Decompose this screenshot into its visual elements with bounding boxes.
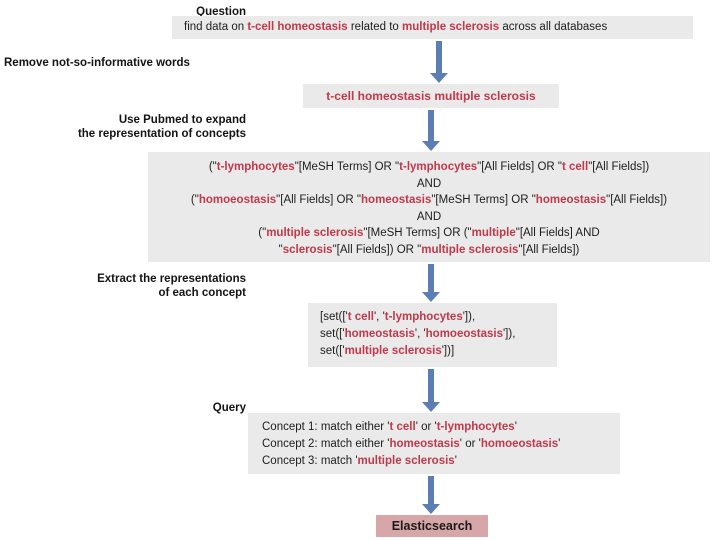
arrow-head	[422, 141, 440, 151]
pubmed-expansion-box: ("t-lymphocytes"[MeSH Terms] OR "t-lymph…	[148, 152, 710, 262]
text-line: Concept 2: match either 'homeostasis' or…	[262, 436, 620, 453]
plain-text: "[MeSH Terms] OR "	[294, 161, 400, 173]
highlighted-term: t cell	[389, 421, 416, 433]
plain-text: find data on	[184, 21, 248, 33]
plain-text: Concept 2: match either '	[262, 438, 390, 450]
text-line: ("t-lymphocytes"[MeSH Terms] OR "t-lymph…	[156, 159, 702, 176]
text-line: ("multiple sclerosis"[MeSH Terms] OR ("m…	[156, 225, 702, 242]
plain-text: ', '	[414, 328, 426, 340]
plain-text: AND	[416, 177, 442, 190]
highlighted-term: homoeostasis	[425, 328, 503, 340]
plain-text: ("	[208, 161, 217, 173]
step-label-query: Query	[212, 402, 246, 414]
highlighted-term: t cell	[347, 311, 374, 323]
step-label-extract-representations: Extract the representations of each conc…	[97, 273, 246, 299]
plain-text: "[MeSH Terms] OR "	[431, 194, 536, 206]
plain-text: set(['	[320, 345, 345, 357]
step-label-question: Question	[196, 6, 246, 18]
highlighted-term: homoeostasis	[480, 438, 559, 450]
highlighted-term: t cell	[561, 161, 589, 173]
plain-text: "[All Fields])	[518, 243, 580, 256]
arrow-shaft	[428, 476, 434, 504]
arrow-question-to-keywords	[430, 41, 448, 83]
highlighted-term: homeostasis	[361, 194, 432, 206]
plain-text: related to	[347, 21, 402, 33]
plain-text: Concept 3: match '	[262, 455, 358, 467]
plain-text: "[MeSH Terms] OR ("	[363, 227, 472, 239]
plain-text: [set(['	[320, 311, 348, 323]
plain-text: ']),	[462, 311, 476, 323]
highlighted-term: multiple sclerosis	[421, 243, 519, 256]
plain-text: "[All Fields] AND	[515, 227, 600, 239]
highlighted-term: t-lymphocytes	[384, 311, 463, 323]
highlighted-term: homeostasis	[535, 194, 607, 206]
text-line: set(['multiple sclerosis'])]	[320, 343, 557, 360]
question-box: find data on t-cell homeostasis related …	[172, 16, 693, 39]
text-line: AND	[156, 176, 702, 193]
arrow-shaft	[428, 264, 434, 292]
arrow-query-to-elasticsearch	[422, 476, 440, 514]
plain-text: set(['	[320, 328, 345, 340]
plain-text: "[All Fields])	[606, 194, 668, 206]
arrow-head	[430, 73, 448, 83]
arrow-pubmed-to-sets	[422, 264, 440, 302]
plain-text: ' or '	[459, 438, 481, 450]
highlighted-term: homeostasis	[344, 328, 415, 340]
keywords-box: t-cell homeostasis multiple sclerosis	[303, 84, 559, 108]
text-line: Concept 3: match 'multiple sclerosis'	[262, 453, 620, 470]
arrow-head	[422, 292, 440, 302]
highlighted-term: t-lymphocytes	[216, 161, 295, 173]
step-label-pubmed-expand: Use Pubmed to expand the representation …	[77, 114, 246, 140]
arrow-sets-to-query	[422, 369, 440, 412]
text-line: set(['homeostasis', 'homoeostasis']),	[320, 326, 557, 343]
query-box: Concept 1: match either 't cell' or 't-l…	[248, 413, 620, 474]
plain-text: Concept 1: match either '	[262, 421, 390, 433]
plain-text: across all databases	[499, 21, 608, 33]
plain-text: '	[558, 438, 561, 450]
concept-sets-box: [set(['t cell', 't-lymphocytes']), set([…	[308, 303, 557, 367]
plain-text: '	[454, 455, 457, 467]
highlighted-term: multiple sclerosis	[357, 455, 455, 467]
elasticsearch-box: Elasticsearch	[376, 515, 488, 537]
highlighted-term: multiple sclerosis	[402, 21, 500, 33]
highlighted-term: multiple	[471, 227, 516, 239]
plain-text: AND	[416, 210, 442, 223]
text-line: Concept 1: match either 't cell' or 't-l…	[262, 419, 620, 436]
text-line: AND	[156, 209, 702, 226]
text-line: "sclerosis"[All Fields]) OR "multiple sc…	[156, 242, 702, 259]
plain-text: ("	[190, 194, 199, 206]
plain-text: '	[514, 421, 517, 433]
plain-text: ']),	[502, 328, 516, 340]
highlighted-term: multiple sclerosis	[344, 345, 442, 357]
highlighted-term: homeostasis	[389, 438, 460, 450]
arrow-shaft	[428, 110, 434, 141]
plain-text: "[All Fields]) OR "	[332, 243, 422, 256]
highlighted-term: t-cell homeostasis	[247, 21, 348, 33]
highlighted-term: multiple sclerosis	[266, 227, 364, 239]
arrow-keywords-to-pubmed	[422, 110, 440, 151]
arrow-head	[422, 504, 440, 514]
text-line: ("homoeostasis"[All Fields] OR "homeosta…	[156, 192, 702, 209]
highlighted-term: t-lymphocytes	[399, 161, 478, 173]
text-line: [set(['t cell', 't-lymphocytes']),	[320, 309, 557, 326]
plain-text: ' or '	[415, 421, 437, 433]
plain-text: "	[278, 243, 283, 256]
arrow-shaft	[436, 41, 442, 73]
highlighted-term: homoeostasis	[198, 194, 277, 206]
step-label-remove-words: Remove not-so-informative words	[4, 57, 190, 69]
plain-text: "[All Fields] OR "	[477, 161, 562, 173]
arrow-head	[422, 402, 440, 412]
highlighted-term: sclerosis	[282, 243, 333, 256]
plain-text: ', '	[373, 311, 385, 323]
highlighted-term: t-lymphocytes	[436, 421, 515, 433]
plain-text: "[All Fields] OR "	[276, 194, 362, 206]
plain-text: ("	[258, 227, 267, 239]
plain-text: '])]	[441, 345, 455, 357]
arrow-shaft	[428, 369, 434, 402]
plain-text: "[All Fields])	[588, 161, 650, 173]
